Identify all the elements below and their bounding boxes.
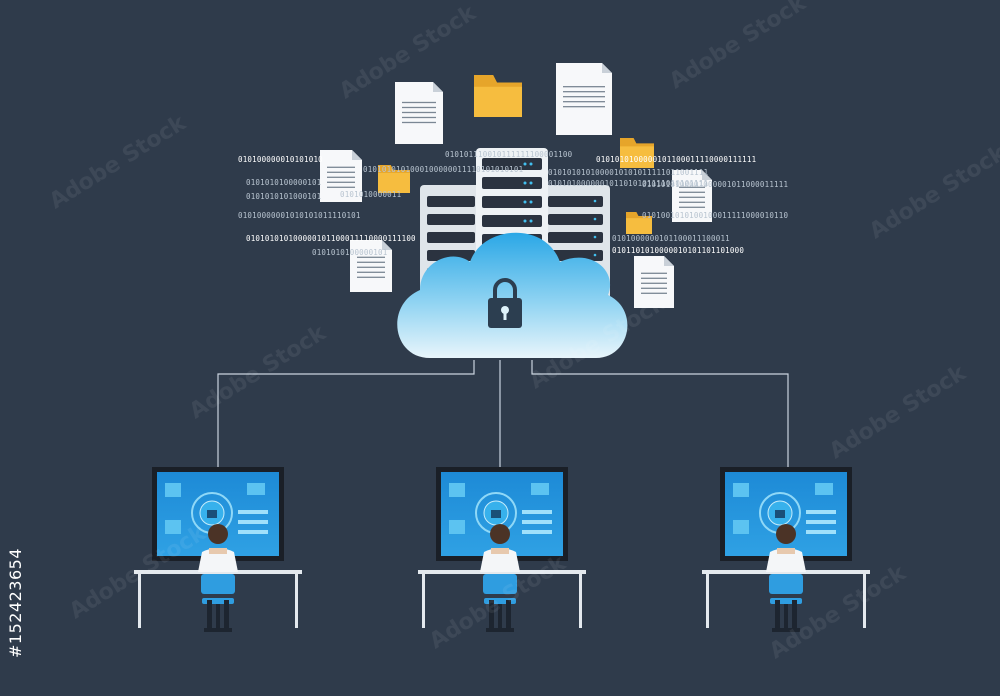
folder-icon — [620, 138, 654, 168]
workstation — [134, 467, 302, 632]
binary-text: 010101010100000101100011110000111100 — [246, 234, 416, 243]
document-icon — [634, 256, 674, 308]
stock-id-watermark: #152423654 — [6, 547, 25, 658]
chair — [769, 574, 803, 594]
document-icon — [320, 63, 712, 308]
document-icon — [672, 170, 712, 222]
binary-text: 0101010101000010101011111011001111 — [548, 168, 709, 177]
folder-icon — [378, 75, 654, 234]
cloud-lock-icon — [397, 232, 628, 358]
monitor-icon — [152, 467, 284, 561]
lock-icon — [488, 278, 522, 328]
network-lines — [217, 360, 789, 470]
binary-text: 0101010100000101 — [312, 248, 388, 257]
folder-icon — [474, 75, 522, 117]
binary-text: 010100000010101010 — [238, 155, 323, 164]
monitor-icon — [720, 467, 852, 561]
binary-text: 0101010101000101 — [246, 192, 322, 201]
document-icon — [350, 240, 392, 292]
binary-text: 0101010100000101 — [246, 178, 322, 187]
binary-text: 0101000000101100011100011 — [612, 234, 730, 243]
operator-icon — [198, 524, 238, 572]
binary-text: 0101010100000101100011110000111111 — [596, 155, 757, 164]
binary-text: 010101110010111111100001100 — [445, 150, 573, 159]
workstation — [418, 467, 586, 632]
binary-text: 0101101010000010101101101000 — [612, 246, 745, 255]
document-icon — [320, 150, 362, 202]
workstation — [702, 467, 870, 632]
chair — [483, 574, 517, 594]
binary-text: 0101010101000100000011110101010101 — [363, 165, 524, 174]
binary-text: 0101010000011 — [340, 190, 402, 199]
folder-icon — [626, 212, 652, 234]
folder-icon — [378, 165, 410, 193]
operator-icon — [766, 524, 806, 572]
binary-text: 0101010100001000001011000011111 — [642, 180, 789, 189]
binary-text: 0101001010100100011111000010110 — [642, 211, 789, 220]
operator-icon — [480, 524, 520, 572]
binary-text: 0101010000001011010101111010101111 — [548, 179, 709, 188]
document-icon — [556, 63, 612, 135]
chair — [201, 574, 235, 594]
document-icon — [395, 82, 443, 144]
binary-text: 01010000001010101011110101 — [238, 211, 361, 220]
monitor-icon — [436, 467, 568, 561]
